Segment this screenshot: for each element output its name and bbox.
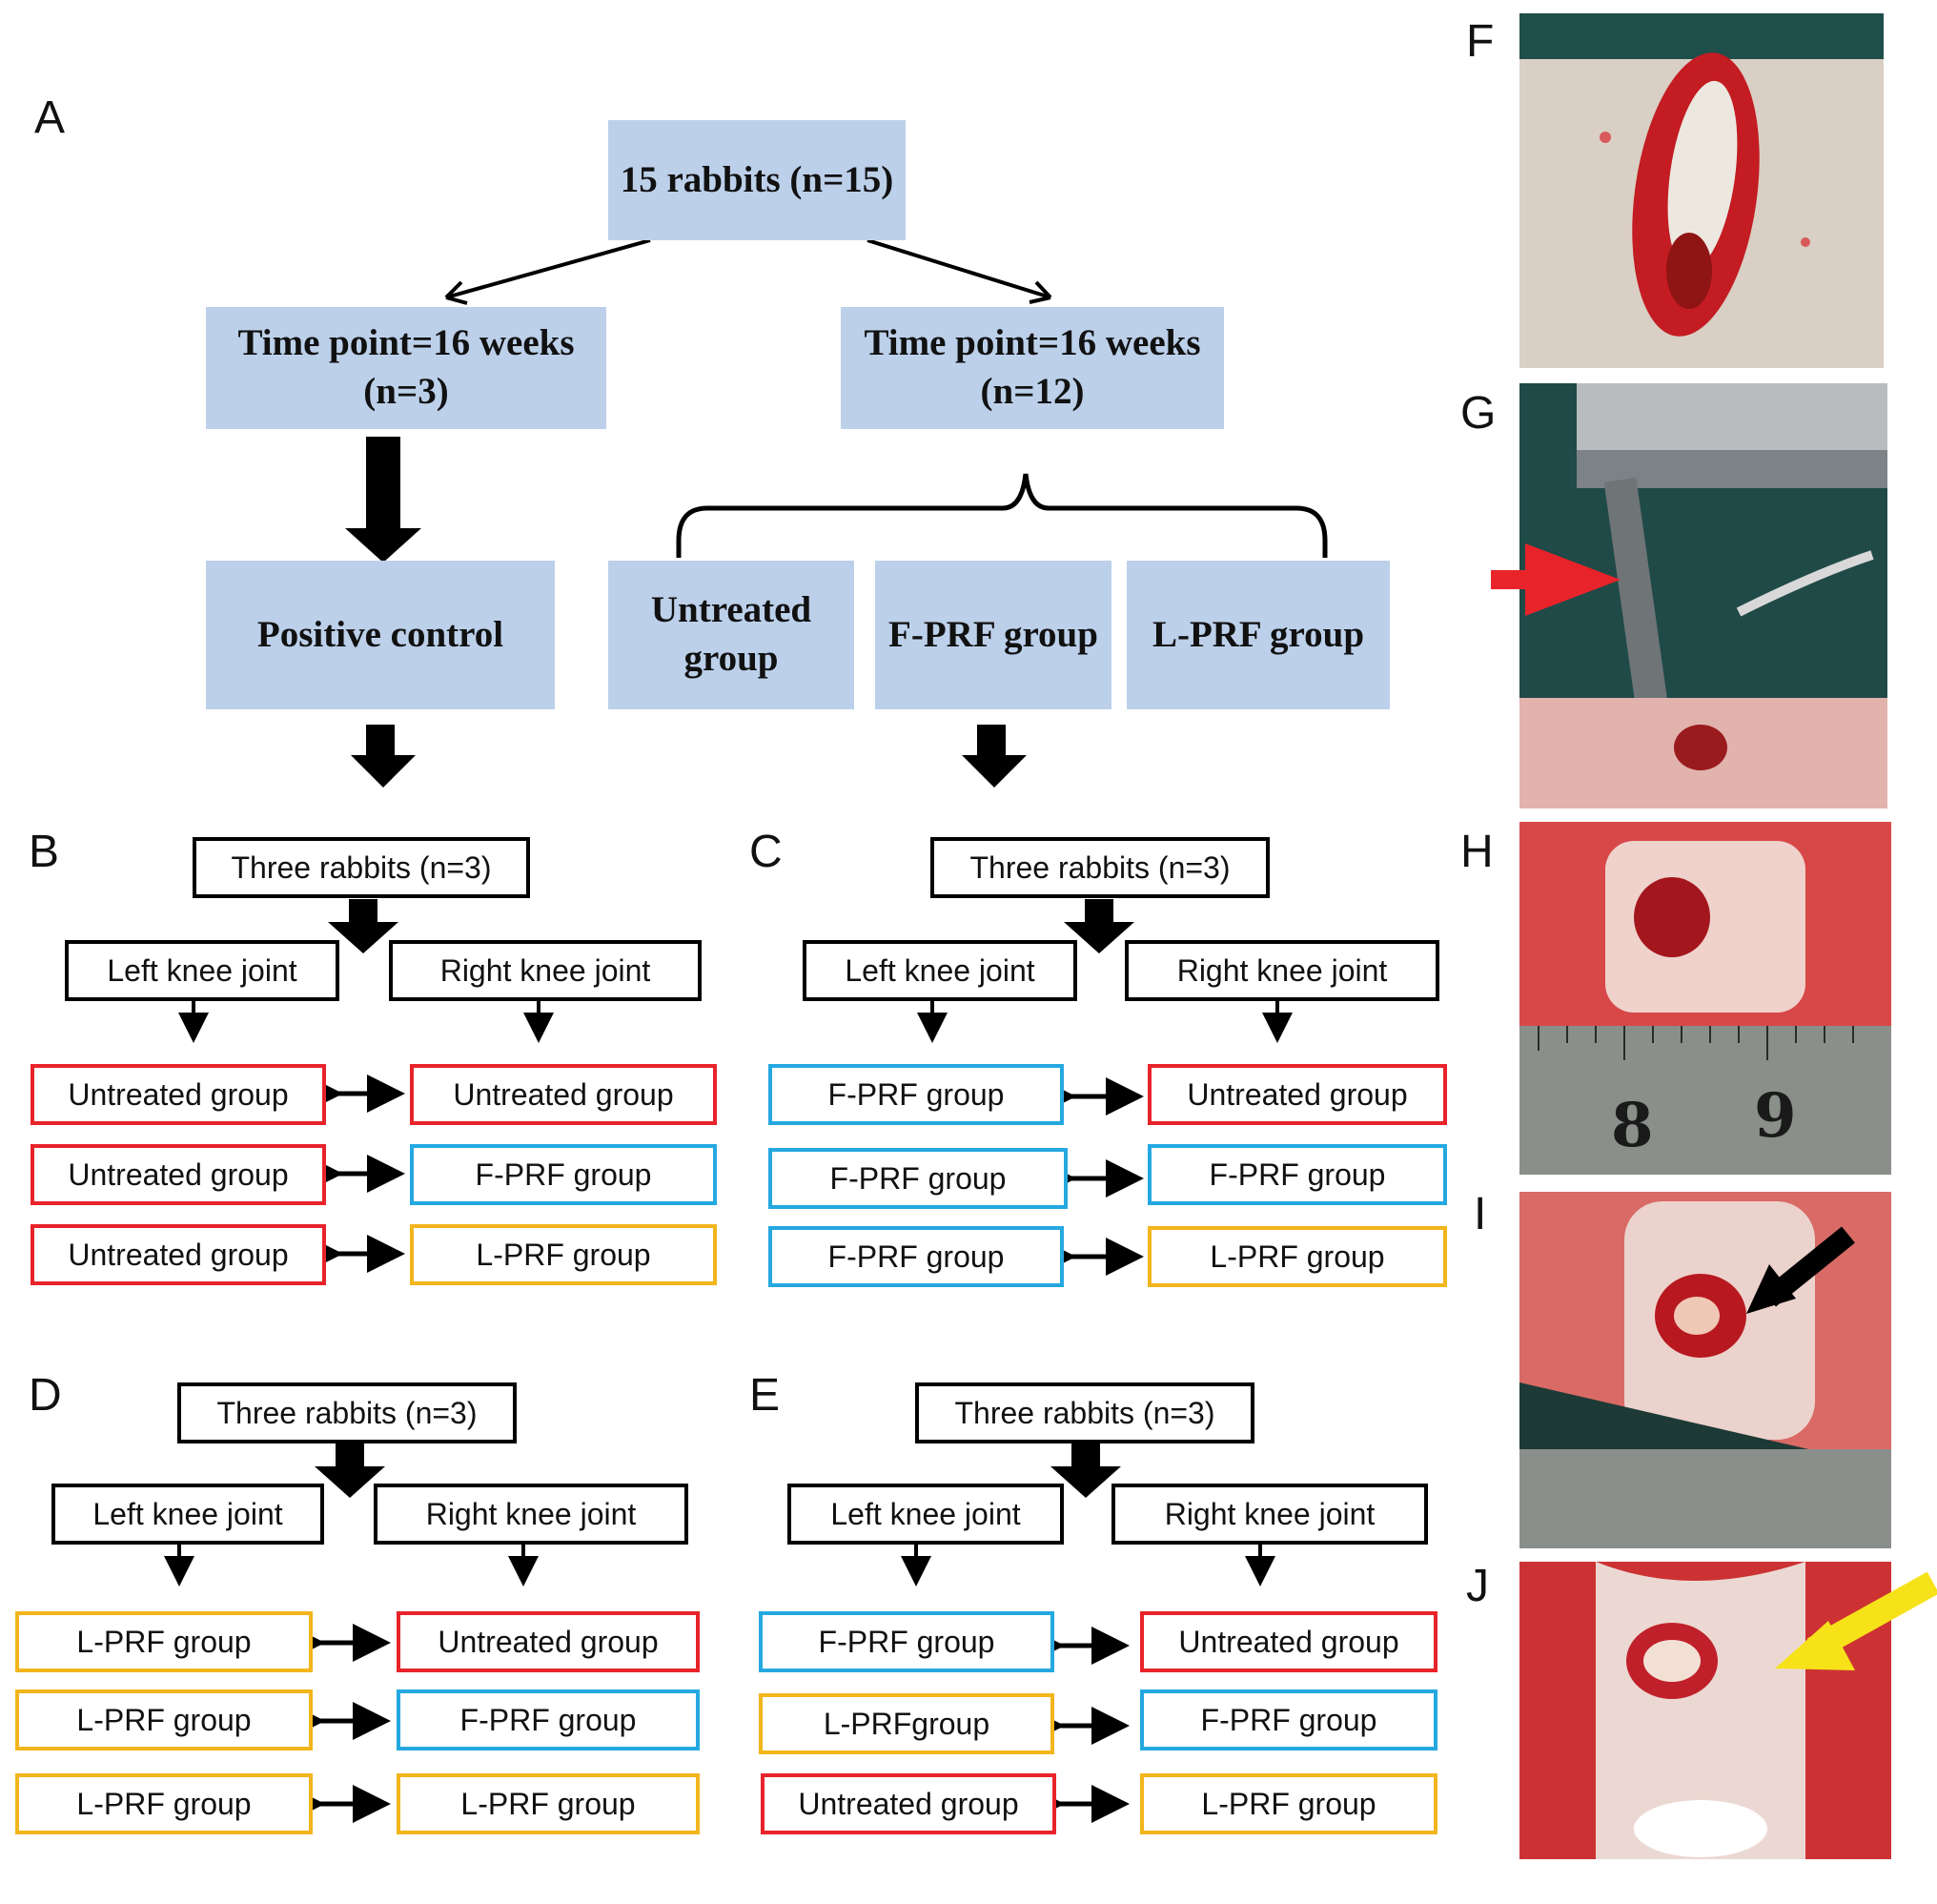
panel-e-row2-left: L-PRFgroup [759, 1693, 1054, 1754]
panel-b-row3-right: L-PRF group [410, 1224, 717, 1285]
panel-c-row1-left: F-PRF group [768, 1064, 1064, 1125]
panel-e-row1-right: Untreated group [1140, 1611, 1437, 1672]
panel-b-rabbits-box: Three rabbits (n=3) [193, 837, 530, 898]
panel-c-row2-left: F-PRF group [768, 1148, 1068, 1209]
panel-c-connectors [917, 899, 1293, 1276]
root-box: 15 rabbits (n=15) [608, 120, 906, 240]
root-to-right-arrow [867, 238, 1052, 304]
panel-d-row3-right: L-PRF group [397, 1773, 700, 1834]
panel-d-left-knee-box: Left knee joint [51, 1484, 324, 1545]
panel-b-row1-right: Untreated group [410, 1064, 717, 1125]
bold-down-arrow-b [351, 725, 416, 788]
panel-b-row1-left: Untreated group [31, 1064, 326, 1125]
panel-b-left-knee-box: Left knee joint [65, 940, 339, 1001]
fprf-group-box: F-PRF group [875, 561, 1111, 709]
photo-f-exposed-joint [1519, 13, 1884, 368]
panel-label-j: J [1466, 1561, 1489, 1611]
panel-b-row2-left: Untreated group [31, 1144, 326, 1205]
positive-control-box: Positive control [206, 561, 555, 709]
panel-c-left-knee-box: Left knee joint [803, 940, 1077, 1001]
time-point-left-box: Time point=16 weeks (n=3) [206, 307, 606, 429]
root-to-left-arrow [444, 238, 651, 305]
panel-d-row2-left: L-PRF group [15, 1689, 313, 1750]
ruler-number-8: 8 [1611, 1090, 1654, 1161]
panel-label-d: D [29, 1370, 62, 1421]
panel-c-rabbits-box: Three rabbits (n=3) [930, 837, 1270, 898]
panel-d-rabbits-box: Three rabbits (n=3) [177, 1382, 517, 1443]
panel-label-h: H [1460, 827, 1494, 877]
panel-b-row3-left: Untreated group [31, 1224, 326, 1285]
panel-e-connectors [901, 1443, 1275, 1823]
panel-label-f: F [1466, 16, 1495, 67]
panel-b-row2-right: F-PRF group [410, 1144, 717, 1205]
untreated-group-box: Untreated group [608, 561, 854, 709]
curly-brace [676, 473, 1328, 558]
panel-e-row2-right: F-PRF group [1140, 1689, 1437, 1750]
panel-d-row3-left: L-PRF group [15, 1773, 313, 1834]
time-point-right-box: Time point=16 weeks (n=12) [841, 307, 1224, 429]
photo-i-fprf-filled [1519, 1192, 1891, 1548]
photo-j-lprf-filled [1519, 1562, 1891, 1859]
lprf-group-box: L-PRF group [1127, 561, 1390, 709]
panel-label-i: I [1474, 1189, 1487, 1239]
panel-label-c: C [749, 827, 783, 877]
panel-c-right-knee-box: Right knee joint [1125, 940, 1439, 1001]
panel-c-row3-left: F-PRF group [768, 1226, 1064, 1287]
ruler-number-9: 9 [1754, 1080, 1797, 1152]
panel-d-row2-right: F-PRF group [397, 1689, 700, 1750]
bold-down-arrow-c [962, 725, 1027, 788]
panel-d-connectors [164, 1443, 539, 1823]
panel-label-a: A [34, 92, 66, 143]
panel-e-row1-left: F-PRF group [759, 1611, 1054, 1672]
panel-label-b: B [29, 827, 60, 877]
bold-down-arrow-positive [345, 437, 421, 563]
panel-label-g: G [1460, 388, 1497, 439]
panel-c-row2-right: F-PRF group [1148, 1144, 1447, 1205]
panel-c-row3-right: L-PRF group [1148, 1226, 1447, 1287]
panel-b-connectors [178, 899, 554, 1273]
photo-g-drilling [1519, 383, 1887, 809]
panel-e-left-knee-box: Left knee joint [787, 1484, 1064, 1545]
panel-e-right-knee-box: Right knee joint [1111, 1484, 1428, 1545]
photo-h-defect-ruler: 8 9 [1519, 822, 1891, 1175]
panel-e-row3-left: Untreated group [761, 1773, 1056, 1834]
panel-e-rabbits-box: Three rabbits (n=3) [915, 1382, 1254, 1443]
panel-b-right-knee-box: Right knee joint [389, 940, 702, 1001]
panel-label-e: E [749, 1370, 781, 1421]
panel-c-row1-right: Untreated group [1148, 1064, 1447, 1125]
panel-d-row1-right: Untreated group [397, 1611, 700, 1672]
panel-e-row3-right: L-PRF group [1140, 1773, 1437, 1834]
panel-d-row1-left: L-PRF group [15, 1611, 313, 1672]
panel-d-right-knee-box: Right knee joint [374, 1484, 688, 1545]
